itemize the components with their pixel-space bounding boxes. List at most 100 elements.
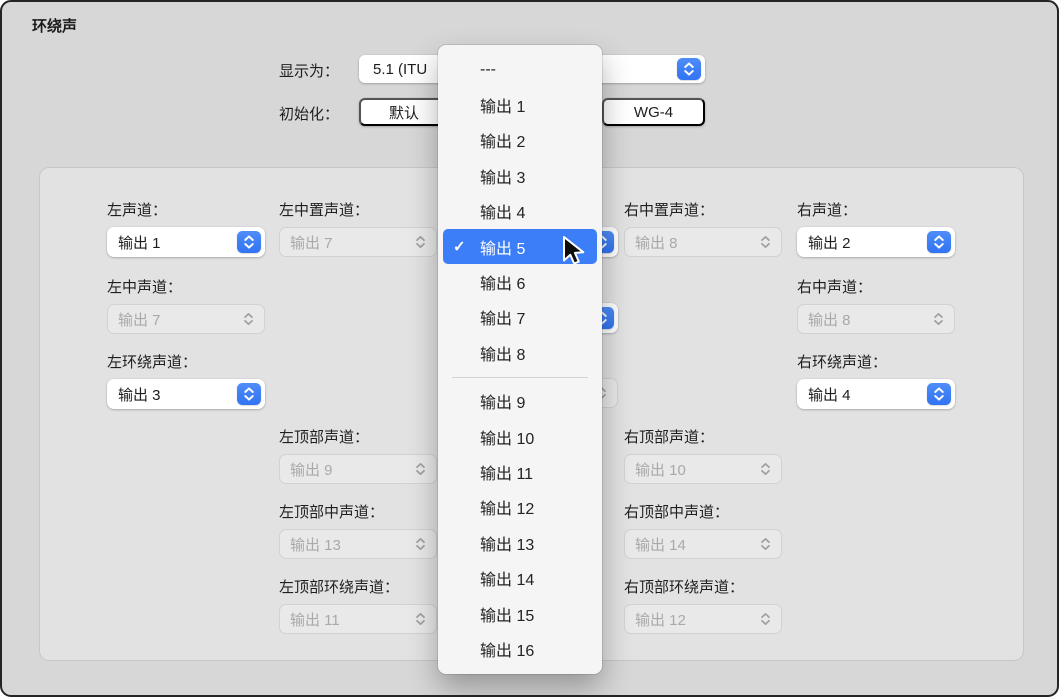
display-as-value: 5.1 (ITU xyxy=(373,60,428,78)
channel-popup-value: 输出 8 xyxy=(808,311,851,329)
channel-popup-value: 输出 11 xyxy=(290,611,340,629)
menu-item-label: 输出 8 xyxy=(480,346,526,364)
updown-chevron-icon xyxy=(237,231,261,253)
channel-popup-value: 输出 9 xyxy=(290,461,333,479)
channel-label-left: 左声道： xyxy=(107,202,168,219)
channel-label-right-center: 右中置声道： xyxy=(624,202,715,219)
channel-popup-right-top-surround: 输出 12 xyxy=(624,604,782,634)
menu-item-15[interactable]: 输出 15 xyxy=(438,596,602,631)
channel-popup-right-mid: 输出 8 xyxy=(797,304,955,334)
menu-item-1[interactable]: 输出 1 xyxy=(438,87,602,122)
menu-item-10[interactable]: 输出 10 xyxy=(438,419,602,454)
menu-item-label: 输出 3 xyxy=(480,169,526,187)
display-as-label: 显示为： xyxy=(278,63,339,80)
menu-item-label: 输出 1 xyxy=(480,99,526,117)
page-title: 环绕声 xyxy=(32,18,78,35)
channel-label-left-top-mid: 左顶部中声道： xyxy=(279,504,385,521)
menu-item-label: 输出 4 xyxy=(480,205,526,223)
channel-popup-right-center: 输出 8 xyxy=(624,227,782,257)
output-dropdown-menu: --- 输出 1 输出 2 输出 3 输出 4 ✓ 输出 5 输出 6 输出 7 输出 8 输出 9… xyxy=(438,45,602,674)
channel-popup-value: 输出 8 xyxy=(635,234,678,252)
channel-label-left-top-surround: 左顶部环绕声道： xyxy=(279,579,400,596)
channel-popup-value: 输出 4 xyxy=(808,386,851,404)
updown-chevron-icon xyxy=(237,383,261,405)
menu-item-label: 输出 14 xyxy=(480,572,535,590)
menu-item-label: 输出 12 xyxy=(480,501,535,519)
menu-item-6[interactable]: 输出 6 xyxy=(438,264,602,299)
updown-chevron-icon xyxy=(677,58,701,80)
channel-label-right: 右声道： xyxy=(797,202,858,219)
menu-item-label: 输出 2 xyxy=(480,134,526,152)
channel-label-left-center: 左中置声道： xyxy=(279,202,370,219)
channel-popup-left-mid: 输出 7 xyxy=(107,304,265,334)
menu-item-label: 输出 10 xyxy=(480,430,535,448)
channel-popup-left-center: 输出 7 xyxy=(279,227,437,257)
menu-item-label: 输出 11 xyxy=(480,465,534,483)
menu-item-label: 输出 13 xyxy=(480,536,535,554)
updown-chevron-icon xyxy=(927,383,951,405)
menu-item-label: 输出 16 xyxy=(480,642,535,660)
wg4-button[interactable]: WG-4 xyxy=(602,98,705,126)
menu-item-12[interactable]: 输出 12 xyxy=(438,490,602,525)
channel-label-right-surround: 右环绕声道： xyxy=(797,354,888,371)
menu-item-0[interactable]: --- xyxy=(438,52,602,87)
menu-item-label: 输出 6 xyxy=(480,276,526,294)
menu-item-9[interactable]: 输出 9 xyxy=(438,384,602,419)
updown-chevron-icon xyxy=(933,312,944,326)
menu-item-14[interactable]: 输出 14 xyxy=(438,560,602,595)
channel-popup-value: 输出 13 xyxy=(290,536,341,554)
channel-popup-right-top: 输出 10 xyxy=(624,454,782,484)
channel-popup-value: 输出 2 xyxy=(808,234,851,252)
channel-label-right-top-surround: 右顶部环绕声道： xyxy=(624,579,745,596)
updown-chevron-icon xyxy=(760,462,771,476)
channel-popup-value: 输出 7 xyxy=(118,311,161,329)
checkmark-icon: ✓ xyxy=(453,238,466,256)
menu-item-16[interactable]: 输出 16 xyxy=(438,631,602,666)
menu-item-13[interactable]: 输出 13 xyxy=(438,525,602,560)
menu-item-label: 输出 9 xyxy=(480,395,526,413)
menu-item-11[interactable]: 输出 11 xyxy=(438,454,602,489)
menu-item-label: 输出 15 xyxy=(480,607,535,625)
updown-chevron-icon xyxy=(415,537,426,551)
channel-popup-value: 输出 7 xyxy=(290,234,333,252)
channel-popup-left-top-mid: 输出 13 xyxy=(279,529,437,559)
updown-chevron-icon xyxy=(927,231,951,253)
channel-popup-value: 输出 10 xyxy=(635,461,686,479)
channel-label-right-top: 右顶部声道： xyxy=(624,429,715,446)
menu-item-3[interactable]: 输出 3 xyxy=(438,158,602,193)
menu-item-2[interactable]: 输出 2 xyxy=(438,123,602,158)
channel-popup-right[interactable]: 输出 2 xyxy=(797,227,955,257)
mouse-cursor xyxy=(562,236,585,271)
channel-popup-value: 输出 3 xyxy=(118,386,161,404)
channel-popup-value: 输出 14 xyxy=(635,536,686,554)
default-button[interactable]: 默认 xyxy=(359,98,449,126)
channel-popup-left-top: 输出 9 xyxy=(279,454,437,484)
channel-popup-right-top-mid: 输出 14 xyxy=(624,529,782,559)
channel-popup-value: 输出 12 xyxy=(635,611,686,629)
updown-chevron-icon xyxy=(415,462,426,476)
updown-chevron-icon xyxy=(760,612,771,626)
channel-popup-left-surround[interactable]: 输出 3 xyxy=(107,379,265,409)
menu-item-label: --- xyxy=(480,60,496,78)
menu-item-label: 输出 5 xyxy=(480,240,526,258)
menu-separator xyxy=(452,376,588,378)
updown-chevron-icon xyxy=(760,537,771,551)
channel-popup-left-top-surround: 输出 11 xyxy=(279,604,437,634)
channel-label-right-top-mid: 右顶部中声道： xyxy=(624,504,730,521)
menu-item-label: 输出 7 xyxy=(480,311,526,329)
initialize-label: 初始化： xyxy=(278,106,339,123)
channel-label-left-top: 左顶部声道： xyxy=(279,429,370,446)
updown-chevron-icon xyxy=(415,612,426,626)
menu-item-7[interactable]: 输出 7 xyxy=(438,300,602,335)
updown-chevron-icon xyxy=(415,235,426,249)
updown-chevron-icon xyxy=(760,235,771,249)
menu-item-8[interactable]: 输出 8 xyxy=(438,335,602,370)
channel-popup-right-surround[interactable]: 输出 4 xyxy=(797,379,955,409)
channel-popup-value: 输出 1 xyxy=(118,234,161,252)
channel-label-left-mid: 左中声道： xyxy=(107,279,183,296)
menu-item-4[interactable]: 输出 4 xyxy=(438,194,602,229)
channel-label-left-surround: 左环绕声道： xyxy=(107,354,198,371)
channel-popup-left[interactable]: 输出 1 xyxy=(107,227,265,257)
channel-label-right-mid: 右中声道： xyxy=(797,279,873,296)
